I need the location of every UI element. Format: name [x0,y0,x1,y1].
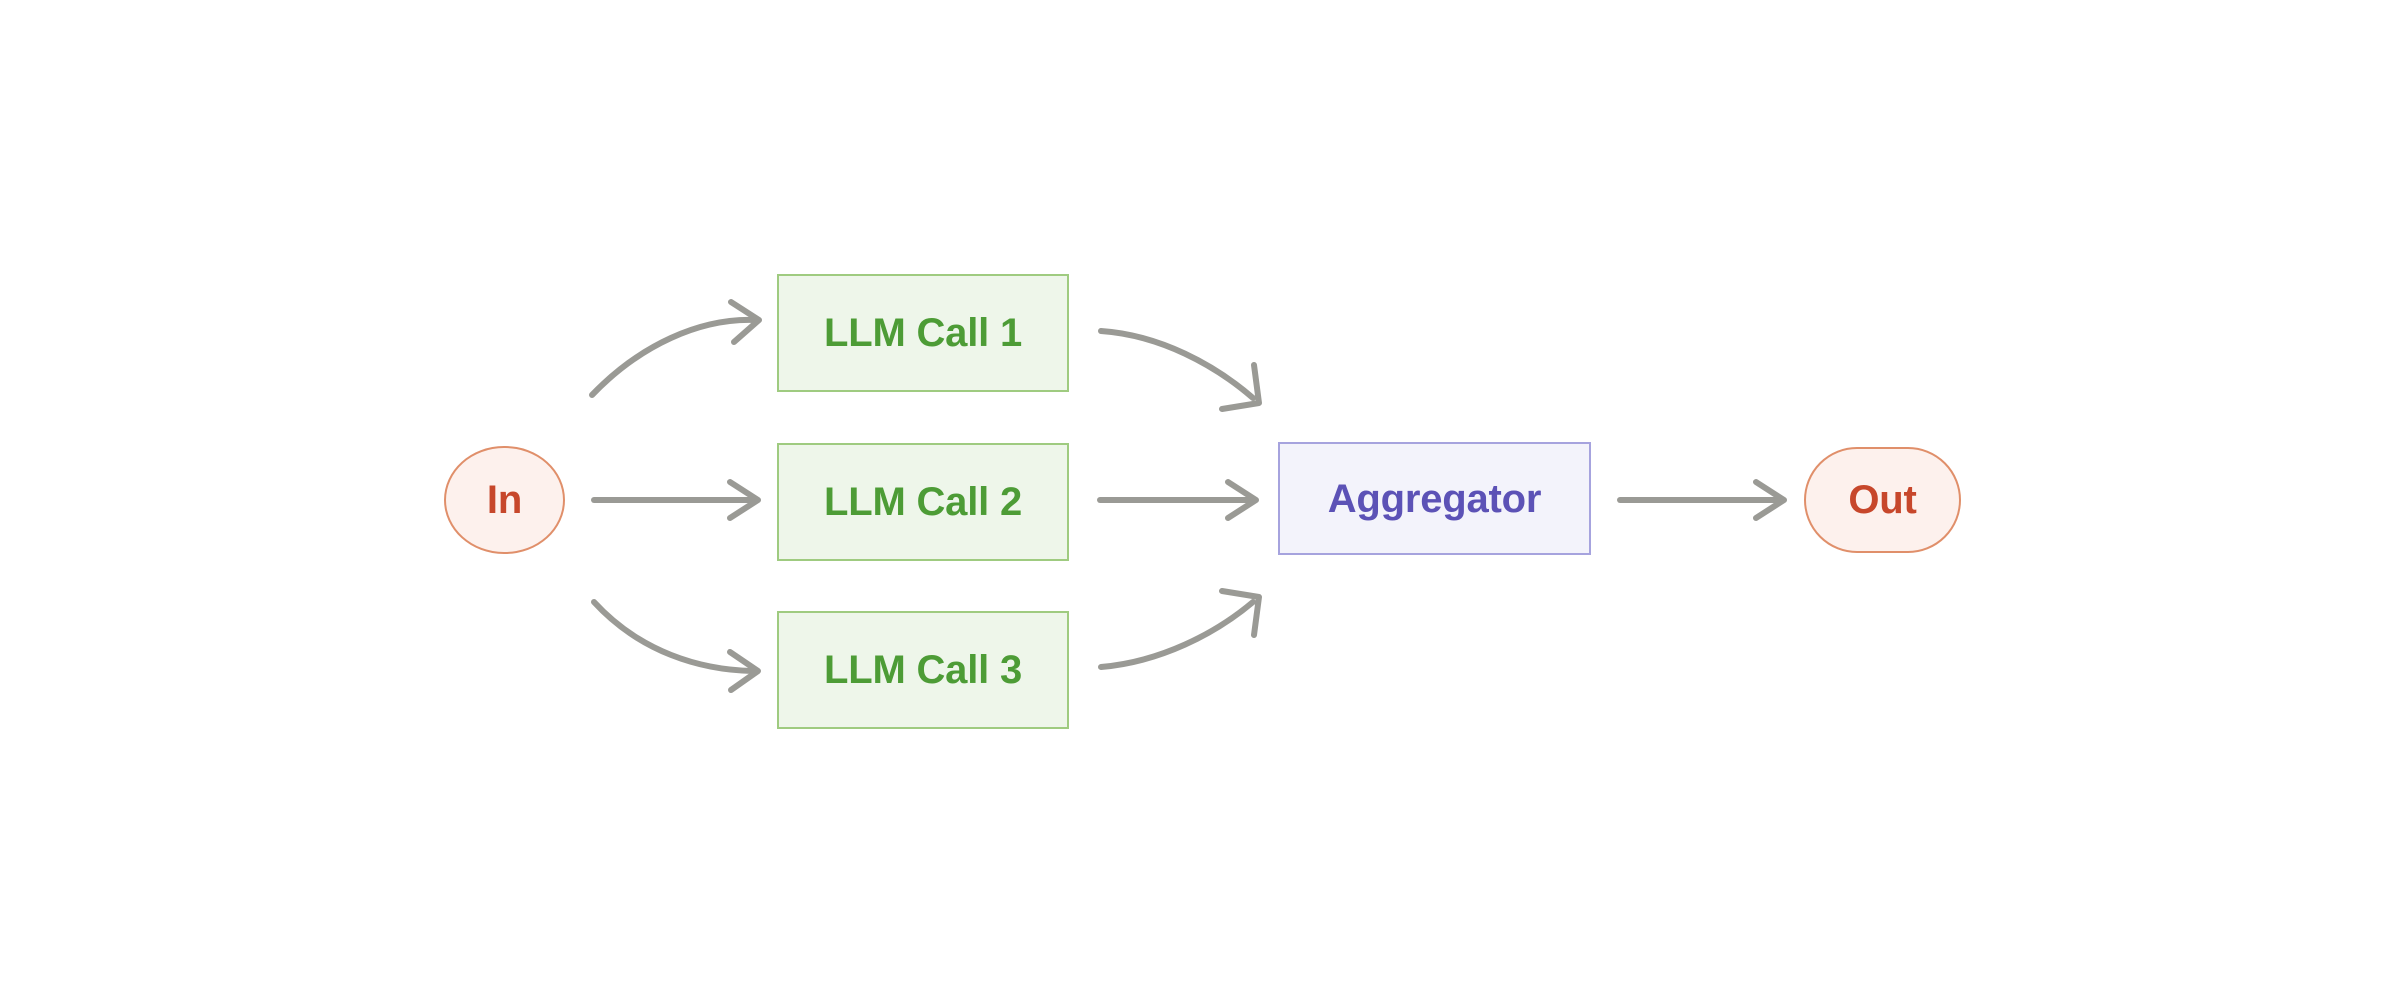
edge-llm-call-2-to-aggregator [1097,479,1259,521]
node-in-label: In [486,478,523,522]
edge-in-to-llm-call-2 [591,479,761,521]
edge-llm-call-1-to-aggregator [1098,328,1262,412]
node-llm-call-1[interactable]: LLM Call 1 [777,274,1069,392]
node-out[interactable]: Out [1804,447,1961,553]
edge-in-to-llm-call-3 [591,599,761,693]
node-llm-call-1-label: LLM Call 1 [823,311,1023,355]
node-in[interactable]: In [444,446,565,554]
edge-in-to-llm-call-1 [589,299,762,398]
node-aggregator[interactable]: Aggregator [1278,442,1591,555]
node-llm-call-3[interactable]: LLM Call 3 [777,611,1069,729]
node-llm-call-3-label: LLM Call 3 [823,648,1023,692]
node-out-label: Out [1848,478,1917,522]
edge-llm-call-3-to-aggregator [1098,588,1262,670]
node-aggregator-label: Aggregator [1327,476,1542,521]
node-llm-call-2-label: LLM Call 2 [823,480,1023,524]
edge-aggregator-to-out [1617,479,1787,521]
node-llm-call-2[interactable]: LLM Call 2 [777,443,1069,561]
